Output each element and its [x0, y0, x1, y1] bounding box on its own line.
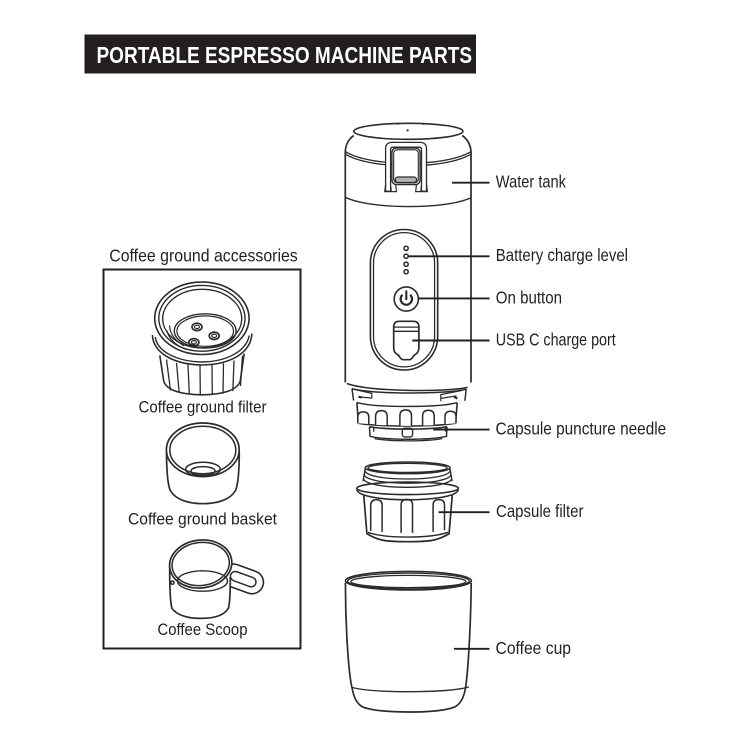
svg-text:Water tank: Water tank: [496, 172, 566, 192]
svg-text:Coffee Scoop: Coffee Scoop: [158, 620, 248, 639]
svg-text:USB C charge port: USB C charge port: [496, 329, 616, 349]
svg-text:Coffee ground accessories: Coffee ground accessories: [109, 246, 298, 266]
svg-text:Battery charge level: Battery charge level: [496, 245, 628, 265]
svg-text:Capsule filter: Capsule filter: [496, 501, 584, 521]
svg-text:PORTABLE ESPRESSO MACHINE PART: PORTABLE ESPRESSO MACHINE PARTS: [97, 42, 473, 68]
svg-text:Coffee ground filter: Coffee ground filter: [139, 398, 267, 417]
svg-text:Coffee cup: Coffee cup: [496, 638, 572, 658]
svg-text:Coffee ground basket: Coffee ground basket: [128, 510, 277, 529]
svg-text:On button: On button: [496, 287, 562, 307]
svg-text:Capsule puncture needle: Capsule puncture needle: [496, 418, 667, 438]
